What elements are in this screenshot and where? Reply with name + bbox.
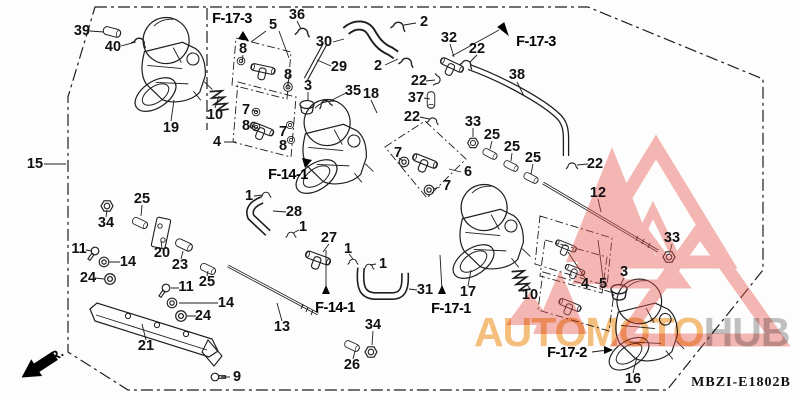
part-label-35: 35 (344, 83, 362, 99)
watermark-brand-left: AUTOMOTO (474, 309, 705, 355)
part-label-19: 19 (162, 120, 180, 136)
part-label-10: 10 (206, 107, 224, 123)
part-label-28: 28 (285, 204, 303, 220)
part-label-25: 25 (503, 139, 521, 155)
part-label-8: 8 (241, 118, 251, 134)
part-label-14: 14 (217, 295, 235, 311)
part-label-10: 10 (521, 287, 539, 303)
part-label-6: 6 (463, 164, 473, 180)
part-label-1: 1 (343, 241, 353, 257)
part-label-16: 16 (624, 371, 642, 387)
part-label-31: 31 (416, 282, 434, 298)
part-label-11: 11 (71, 241, 87, 257)
part-label-7: 7 (442, 178, 452, 194)
part-label-25: 25 (483, 127, 501, 143)
part-label-29: 29 (330, 59, 348, 75)
fuel-rail-21 (89, 302, 223, 367)
part-label-1: 1 (298, 219, 308, 235)
part-label-3: 3 (619, 264, 629, 280)
part-label-27: 27 (320, 230, 338, 246)
part-label-8: 8 (283, 67, 293, 83)
reference-label-F-17-2: F-17-2 (547, 345, 587, 361)
part-label-11: 11 (178, 279, 194, 295)
part-label-22: 22 (410, 73, 428, 89)
part-label-26: 26 (343, 357, 361, 373)
reference-label-F-14-1: F-14-1 (315, 300, 355, 316)
part-label-22: 22 (468, 41, 486, 57)
part-label-25: 25 (198, 274, 216, 290)
part-label-37: 37 (407, 90, 425, 106)
leader-lines (44, 20, 673, 378)
reference-label-F-17-3: F-17-3 (516, 34, 556, 50)
part-label-34: 34 (364, 317, 382, 333)
watermark-brand-right: HUB (703, 309, 791, 355)
part-label-13: 13 (273, 319, 291, 335)
hoses (246, 20, 570, 300)
part-label-22: 22 (586, 156, 604, 172)
part-label-2: 2 (419, 14, 429, 30)
part-label-33: 33 (464, 114, 482, 130)
part-label-9: 9 (232, 369, 242, 385)
part-label-22: 22 (403, 109, 421, 125)
part-label-7: 7 (393, 145, 403, 161)
small-parts (85, 19, 676, 382)
part-label-5: 5 (268, 17, 278, 33)
reference-label-F-17-1: F-17-1 (431, 301, 471, 317)
part-label-24: 24 (79, 270, 97, 286)
part-label-14: 14 (119, 254, 137, 270)
part-label-8: 8 (278, 138, 288, 154)
part-label-39: 39 (73, 23, 91, 39)
part-label-4: 4 (580, 276, 590, 292)
reference-arrows (238, 22, 613, 354)
part-label-15: 15 (26, 156, 44, 172)
part-label-36: 36 (288, 7, 306, 23)
part-label-4: 4 (212, 134, 222, 150)
front-direction-arrow (21, 351, 58, 378)
part-group-boxes (231, 37, 615, 332)
part-label-2: 2 (373, 58, 383, 74)
watermark-brand: AUTOMOTOHUB (474, 309, 791, 356)
part-label-23: 23 (171, 257, 189, 273)
part-label-38: 38 (508, 67, 526, 83)
part-label-12: 12 (589, 185, 607, 201)
reference-label-F-14-1: F-14-1 (268, 167, 308, 183)
part-label-8: 8 (238, 41, 248, 57)
part-label-7: 7 (278, 124, 288, 140)
part-label-30: 30 (315, 34, 333, 50)
part-label-34: 34 (97, 215, 115, 231)
part-label-25: 25 (133, 191, 151, 207)
part-label-17: 17 (459, 284, 477, 300)
part-label-1: 1 (378, 256, 388, 272)
reference-label-F-17-3: F-17-3 (212, 11, 252, 27)
part-label-1: 1 (244, 188, 254, 204)
part-label-3: 3 (303, 78, 313, 94)
part-label-25: 25 (524, 150, 542, 166)
part-label-18: 18 (362, 86, 380, 102)
part-label-20: 20 (153, 245, 171, 261)
part-label-32: 32 (440, 30, 458, 46)
choke-rod-13 (227, 264, 319, 316)
part-label-7: 7 (241, 102, 251, 118)
part-label-24: 24 (194, 308, 212, 324)
throttle-rod-12 (542, 181, 659, 253)
part-label-21: 21 (137, 338, 155, 354)
part-label-5: 5 (598, 276, 608, 292)
diagram-border (67, 6, 764, 391)
diagram-code: MBZI-E1802B (691, 375, 791, 390)
part-label-33: 33 (663, 230, 681, 246)
part-label-40: 40 (104, 39, 122, 55)
